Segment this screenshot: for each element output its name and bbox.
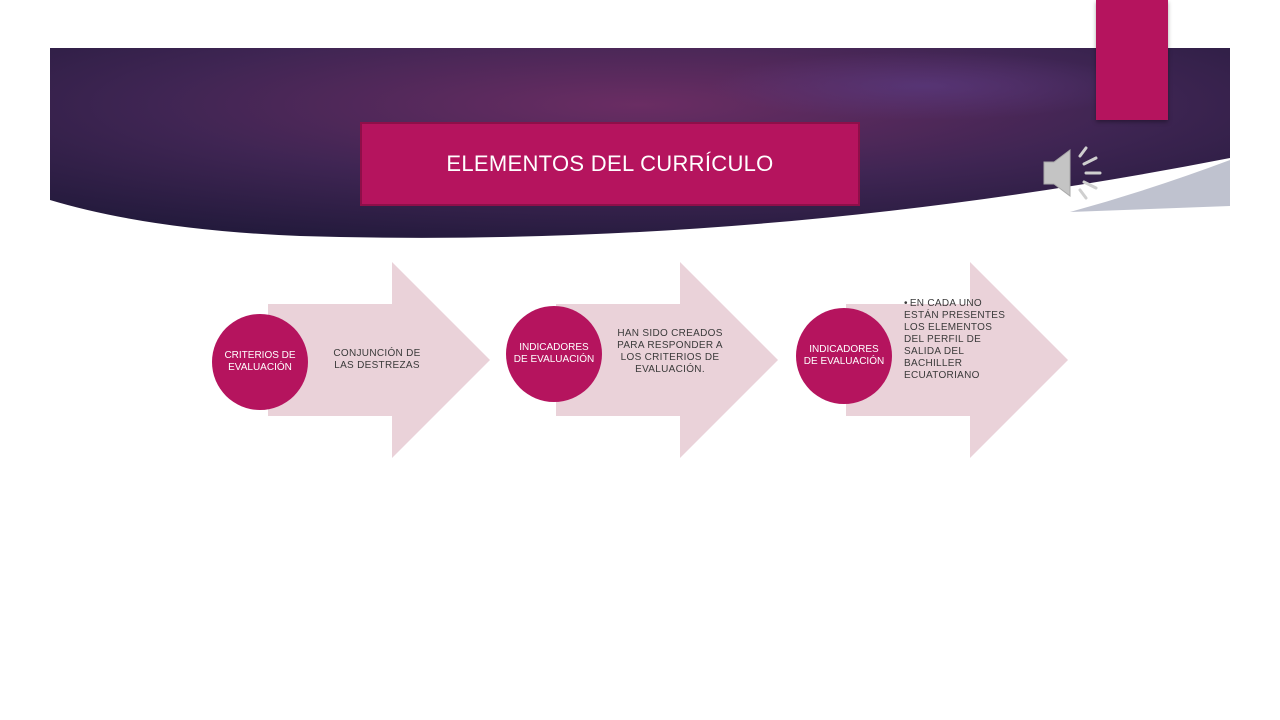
- step-arrow-1: [268, 262, 490, 458]
- slide-title: ELEMENTOS DEL CURRÍCULO: [360, 122, 860, 206]
- accent-bar: [1096, 0, 1168, 120]
- speaker-icon[interactable]: [1040, 142, 1106, 204]
- step-text-3-content: EN CADA UNO ESTÁN PRESENTES LOS ELEMENTO…: [904, 298, 1006, 381]
- bullet-marker: •: [904, 298, 908, 309]
- step-text-2: HAN SIDO CREADOS PARA RESPONDER A LOS CR…: [617, 328, 723, 375]
- step-circle-3: INDICADORES DE EVALUACIÓN: [796, 308, 892, 404]
- step-arrow-3: [846, 262, 1068, 458]
- step-circle-2: INDICADORES DE EVALUACIÓN: [506, 306, 602, 402]
- step-text-3: •EN CADA UNO ESTÁN PRESENTES LOS ELEMENT…: [904, 298, 1008, 382]
- step-circle-1: CRITERIOS DE EVALUACIÓN: [212, 314, 308, 410]
- step-text-1: CONJUNCIÓN DE LAS DESTREZAS: [333, 348, 421, 371]
- step-arrow-2: [556, 262, 778, 458]
